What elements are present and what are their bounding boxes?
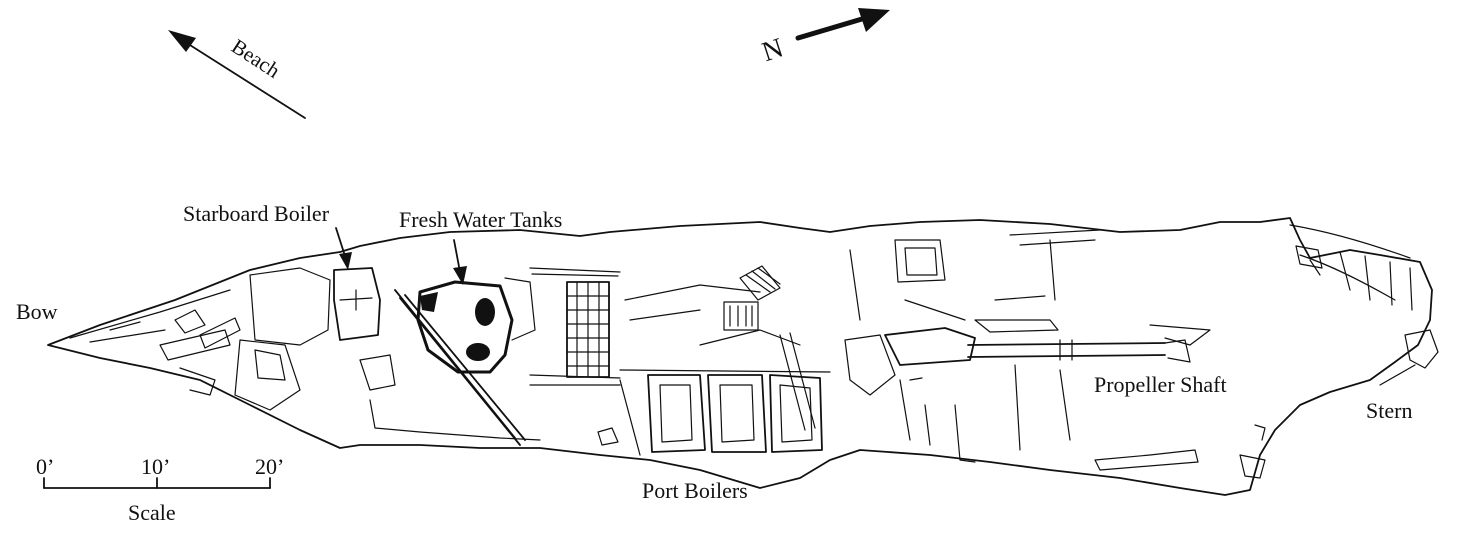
propeller-shaft-drawing [884,229,1266,479]
stern-label: Stern [1366,398,1412,423]
stern-ribs [1295,245,1323,269]
mesh-panel [723,265,781,331]
midship-debris [359,239,946,446]
propeller-shaft-label: Propeller Shaft [1094,372,1227,397]
diagonal-beam [394,289,526,446]
scale-tick-0: 0’ [36,454,54,479]
stern-rudder [1379,329,1439,386]
fresh-water-tanks-pointer [453,239,467,285]
fresh-water-tanks-label: Fresh Water Tanks [399,207,562,232]
beach-arrow [168,30,306,119]
scale-title: Scale [128,500,176,525]
north-arrow [795,8,890,41]
fresh-water-tanks-drawing [416,277,536,374]
bow-details [69,289,231,396]
starboard-boiler-drawing [199,267,381,411]
stern-section [1289,224,1413,311]
bow-label: Bow [16,299,58,324]
port-boilers-drawing [619,369,831,456]
scale-bar [43,477,271,489]
port-boilers-label: Port Boilers [642,478,748,503]
grid-structure [529,267,621,378]
scale-tick-10: 10’ [141,454,170,479]
scale-tick-20: 20’ [255,454,284,479]
starboard-boiler-label: Starboard Boiler [183,201,330,226]
beach-label: Beach [227,34,284,83]
starboard-boiler-pointer [335,227,352,270]
hull-outline [47,217,1433,496]
north-label: N [758,32,787,68]
